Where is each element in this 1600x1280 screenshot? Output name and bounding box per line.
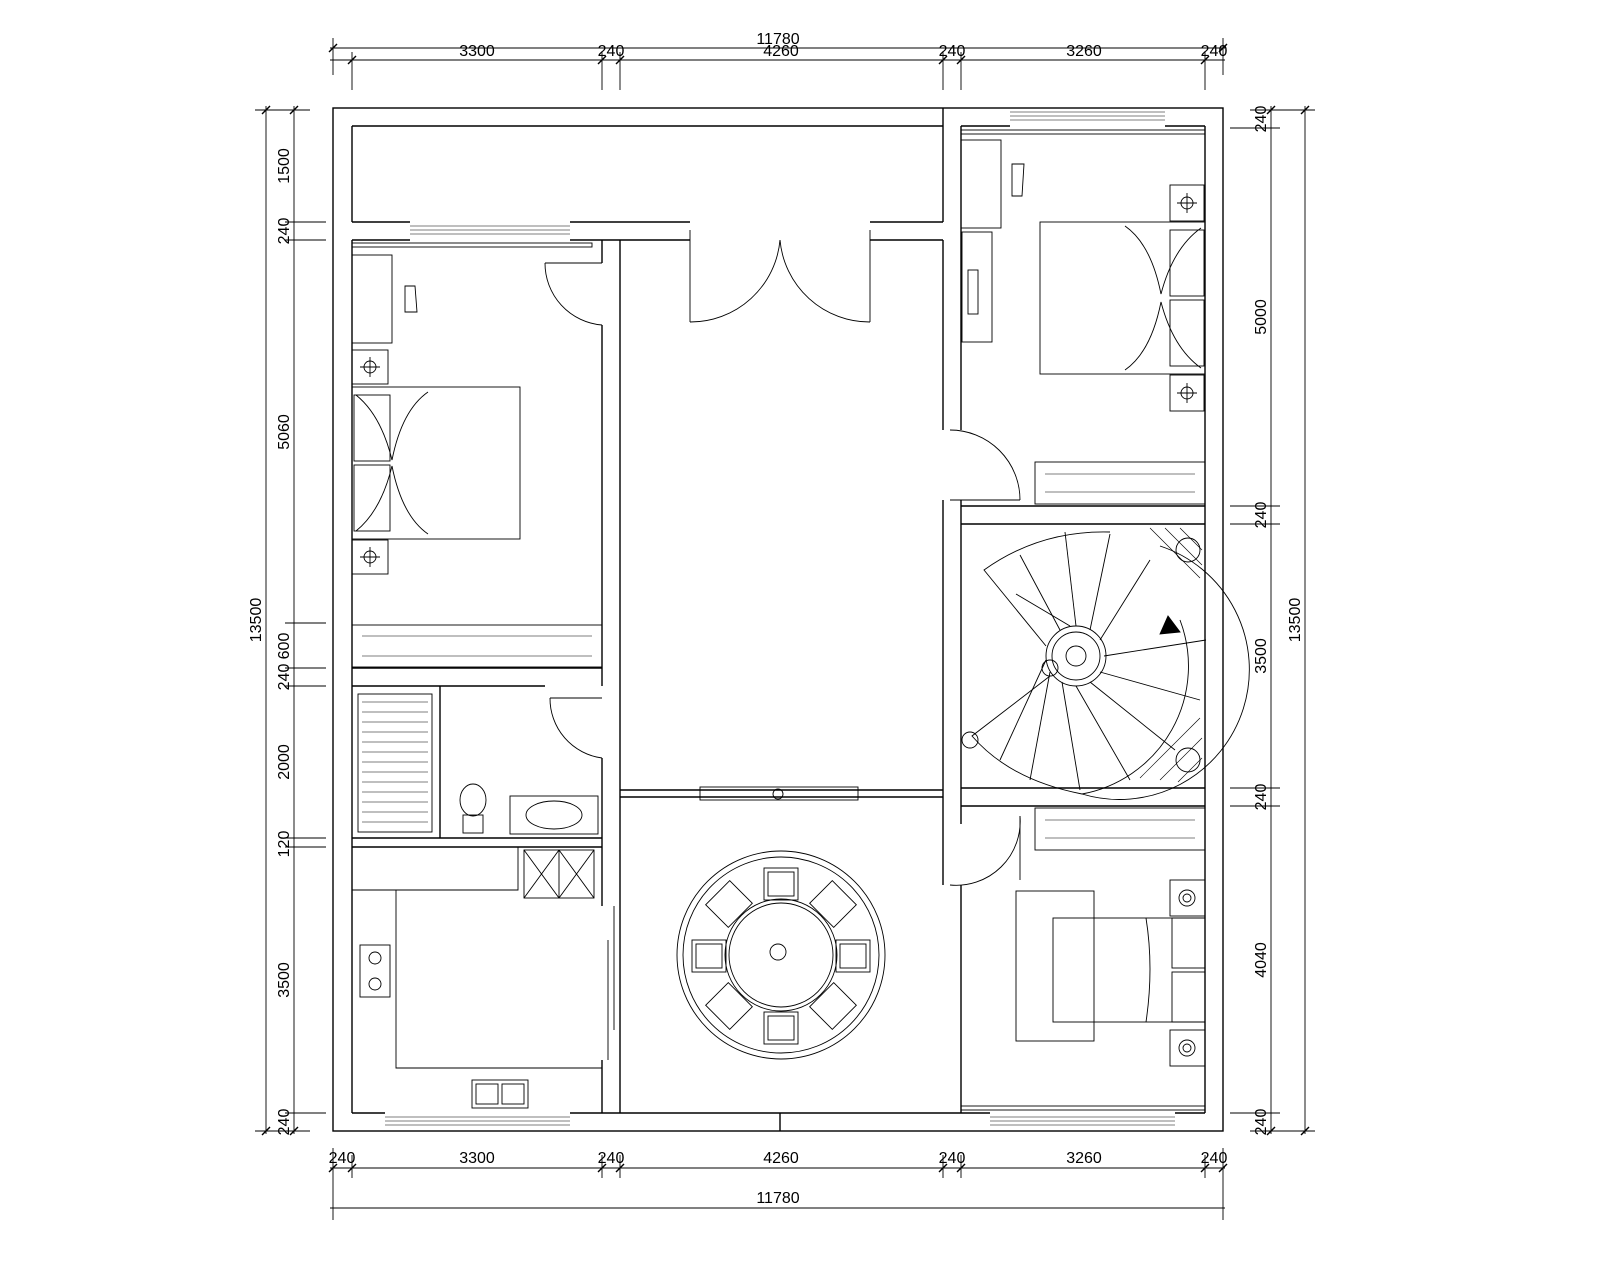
dim-bottom-total: 11780	[756, 1190, 799, 1207]
right-lower-wardrobe-hatch	[1045, 819, 1195, 839]
dim-left-10: 240	[276, 1109, 293, 1136]
doors	[544, 230, 1021, 1060]
bed-right-upper	[1039, 221, 1206, 375]
spiral-stair	[960, 523, 1250, 800]
bed-left	[351, 386, 521, 540]
dining-rug	[676, 850, 886, 1060]
dimension-lines	[255, 38, 1315, 1220]
dim-left-2: 240	[276, 218, 293, 245]
dim-top-4: 240	[939, 43, 966, 60]
dining-table	[724, 898, 838, 1012]
dim-right-6: 4040	[1253, 942, 1270, 978]
dim-top-total: 11780	[756, 31, 799, 48]
dim-left-9: 3500	[276, 962, 293, 998]
dim-left-1: 1500	[276, 148, 293, 184]
dim-top-3: 4260	[763, 43, 799, 60]
right-lower-bedroom	[960, 807, 1206, 1111]
bathroom	[357, 693, 599, 835]
dim-right-5: 240	[1253, 784, 1270, 811]
dim-left-3: 5060	[276, 414, 293, 450]
right-upper-wardrobe-hatch	[1045, 473, 1195, 493]
dim-left-total: 13500	[248, 598, 265, 643]
dim-bottom-2: 3300	[459, 1150, 495, 1167]
left-wardrobe-hatch	[362, 635, 592, 657]
dim-left-7: 2000	[276, 744, 293, 780]
dim-right-4: 3500	[1253, 638, 1270, 674]
walls	[332, 107, 1224, 1132]
dim-right-3: 240	[1253, 502, 1270, 529]
dim-top-1: 3300	[459, 43, 495, 60]
dim-left-8: 120	[276, 831, 293, 858]
dim-right-7: 240	[1253, 1109, 1270, 1136]
kitchen	[352, 847, 602, 1109]
dim-left-4: 240	[276, 664, 293, 691]
dim-top-6: 240	[1201, 43, 1228, 60]
dim-bottom-5: 240	[939, 1150, 966, 1167]
dining-area	[676, 786, 886, 1060]
left-bedroom	[351, 242, 603, 668]
dim-right-1: 240	[1253, 106, 1270, 133]
dimension-labels: 11780 3300 240 4260 240 3260 240 11780 2…	[248, 31, 1304, 1207]
dim-bottom-4: 4260	[763, 1150, 799, 1167]
dim-left-5: 600	[276, 633, 293, 660]
dimension-ticks	[261, 43, 1310, 1173]
dim-right-2: 5000	[1253, 299, 1270, 335]
dim-bottom-1: 240	[329, 1150, 356, 1167]
dim-bottom-3: 240	[598, 1150, 625, 1167]
right-upper-bedroom	[960, 129, 1206, 505]
windows	[385, 111, 1175, 1126]
stair-hatch	[1139, 527, 1203, 783]
dim-bottom-7: 240	[1201, 1150, 1228, 1167]
bed-right-lower	[1052, 917, 1206, 1023]
dim-top-2: 240	[598, 43, 625, 60]
shower-hatch	[362, 701, 428, 823]
dim-top-5: 3260	[1066, 43, 1102, 60]
dim-right-total: 13500	[1287, 598, 1304, 643]
dim-bottom-6: 3260	[1066, 1150, 1102, 1167]
